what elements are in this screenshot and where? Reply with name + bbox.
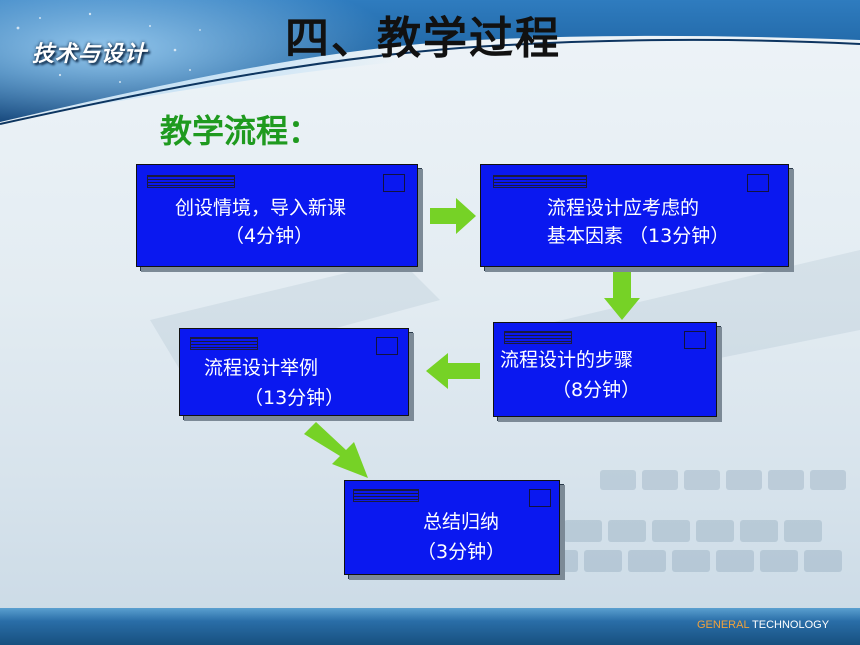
step-card-2: 流程设计应考虑的 基本因素 （13分钟） [480,164,789,267]
logo-text: 技术与设计 [32,42,148,67]
step-1-title: 创设情境，导入新课 [175,197,347,219]
step-1-duration: （4分钟） [225,225,314,247]
step-5-title: 总结归纳 [423,511,500,533]
card-corner-box [529,489,551,507]
step-2-title: 流程设计应考虑的 [547,197,700,219]
step-3-title: 流程设计的步骤 [500,349,634,371]
card-corner-box [376,337,398,355]
card-stripe [504,331,572,344]
step-4-title: 流程设计举例 [204,357,319,379]
step-card-3: 流程设计的步骤 （8分钟） [493,322,717,417]
card-corner-box [747,174,769,192]
footer-brand: GENERAL TECHNOLOGY [697,619,829,631]
arrow-right-icon [430,198,476,234]
step-card-5: 总结归纳 （3分钟） [344,480,560,575]
section-subtitle: 教学流程： [160,112,321,150]
step-4-duration: （13分钟） [244,387,345,409]
card-stripe [147,175,235,188]
footer-word-general: GENERAL [697,619,750,631]
step-5-duration: （3分钟） [417,541,506,563]
card-corner-box [383,174,405,192]
footer-word-technology: TECHNOLOGY [749,619,830,631]
arrow-down-right-icon [304,422,368,478]
card-corner-box [684,331,706,349]
card-stripe [190,337,258,350]
step-card-1: 创设情境，导入新课 （4分钟） [136,164,418,267]
slide-title: 四、教学过程 [285,13,561,64]
step-card-4: 流程设计举例 （13分钟） [179,328,409,416]
step-3-duration: （8分钟） [552,379,641,401]
footer-band [0,608,860,645]
step-2-duration: 基本因素 （13分钟） [547,225,730,247]
card-stripe [493,175,587,188]
arrow-down-icon [604,272,640,320]
card-stripe [353,489,419,502]
arrow-left-icon [426,353,480,389]
